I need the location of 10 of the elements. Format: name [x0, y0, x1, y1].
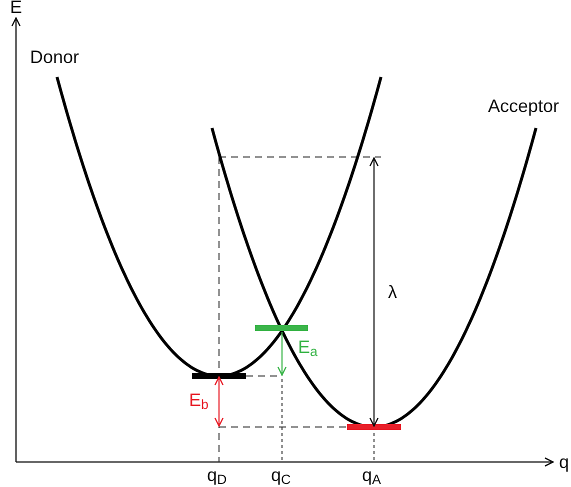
- axis-tick-label: q$_{A}$: [362, 464, 382, 486]
- curve-label: Donor: [30, 46, 80, 68]
- curve-label: Acceptor: [488, 95, 560, 118]
- symbol-label: E$_{a}$: [298, 336, 318, 358]
- axis-tick-label: q$_{D}$: [207, 464, 227, 486]
- symbol-label: E$_{b}$: [189, 389, 209, 412]
- axis-tick-label: q$_{C}$: [271, 464, 291, 486]
- symbol-label: λ: [388, 281, 397, 304]
- axis-label: q: [559, 451, 570, 474]
- axis-label: E: [10, 0, 22, 18]
